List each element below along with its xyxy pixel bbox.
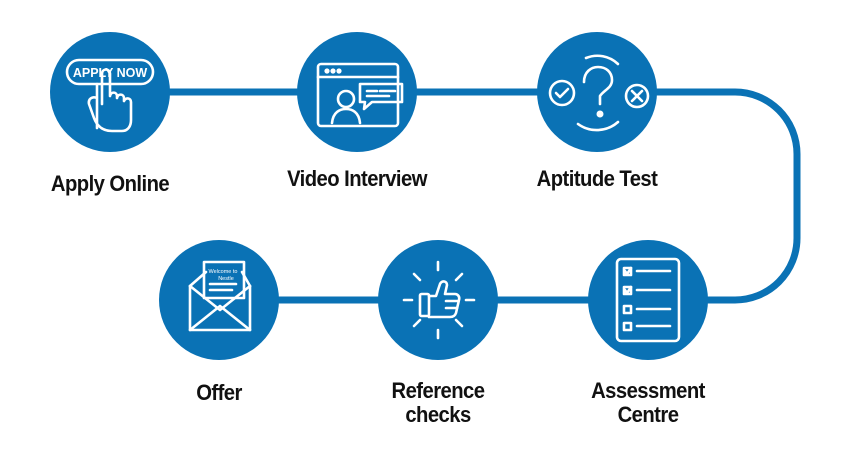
- step-video-interview-circle: [297, 32, 417, 152]
- step-offer-node: Welcome to Nestle: [159, 240, 279, 360]
- apply-now-button-text: APPLY NOW: [73, 66, 148, 80]
- step-label-assessment-centre-line-1: Assessment: [591, 378, 705, 403]
- step-label-reference-checks: Reference checks: [355, 379, 521, 427]
- pointing-hand-apply-button-icon: [65, 58, 155, 133]
- step-label-assessment-centre: Assessment Centre: [565, 379, 731, 427]
- video-call-window-icon: [316, 62, 404, 128]
- letter-greeting-line-2: Nestle: [218, 276, 234, 282]
- step-assessment-centre-node: [588, 240, 708, 360]
- step-label-offer: Offer: [196, 380, 242, 405]
- letter-greeting-line-1: Welcome to: [209, 269, 238, 275]
- process-connector-line: [96, 88, 801, 304]
- step-aptitude-test-circle: [537, 32, 657, 152]
- step-label-assessment-centre-line-2: Centre: [617, 402, 679, 427]
- step-apply-online-node: APPLY NOW: [50, 32, 170, 152]
- step-reference-checks-circle: [378, 240, 498, 360]
- envelope-letter-icon: [188, 260, 252, 332]
- thumbs-up-icon: [402, 260, 476, 340]
- checklist-clipboard-icon: [615, 257, 681, 343]
- step-aptitude-test-node: [537, 32, 657, 152]
- step-offer-circle: [159, 240, 279, 360]
- step-label-video-interview: Video Interview: [287, 166, 427, 191]
- question-check-cross-icon: [548, 54, 650, 132]
- step-label-aptitude-test: Aptitude Test: [536, 166, 658, 191]
- step-label-reference-checks-line-1: Reference: [391, 378, 485, 403]
- step-video-interview-node: [297, 32, 417, 152]
- step-label-reference-checks-line-2: checks: [405, 402, 471, 427]
- step-label-apply-online: Apply Online: [50, 171, 170, 196]
- step-reference-checks-node: [378, 240, 498, 360]
